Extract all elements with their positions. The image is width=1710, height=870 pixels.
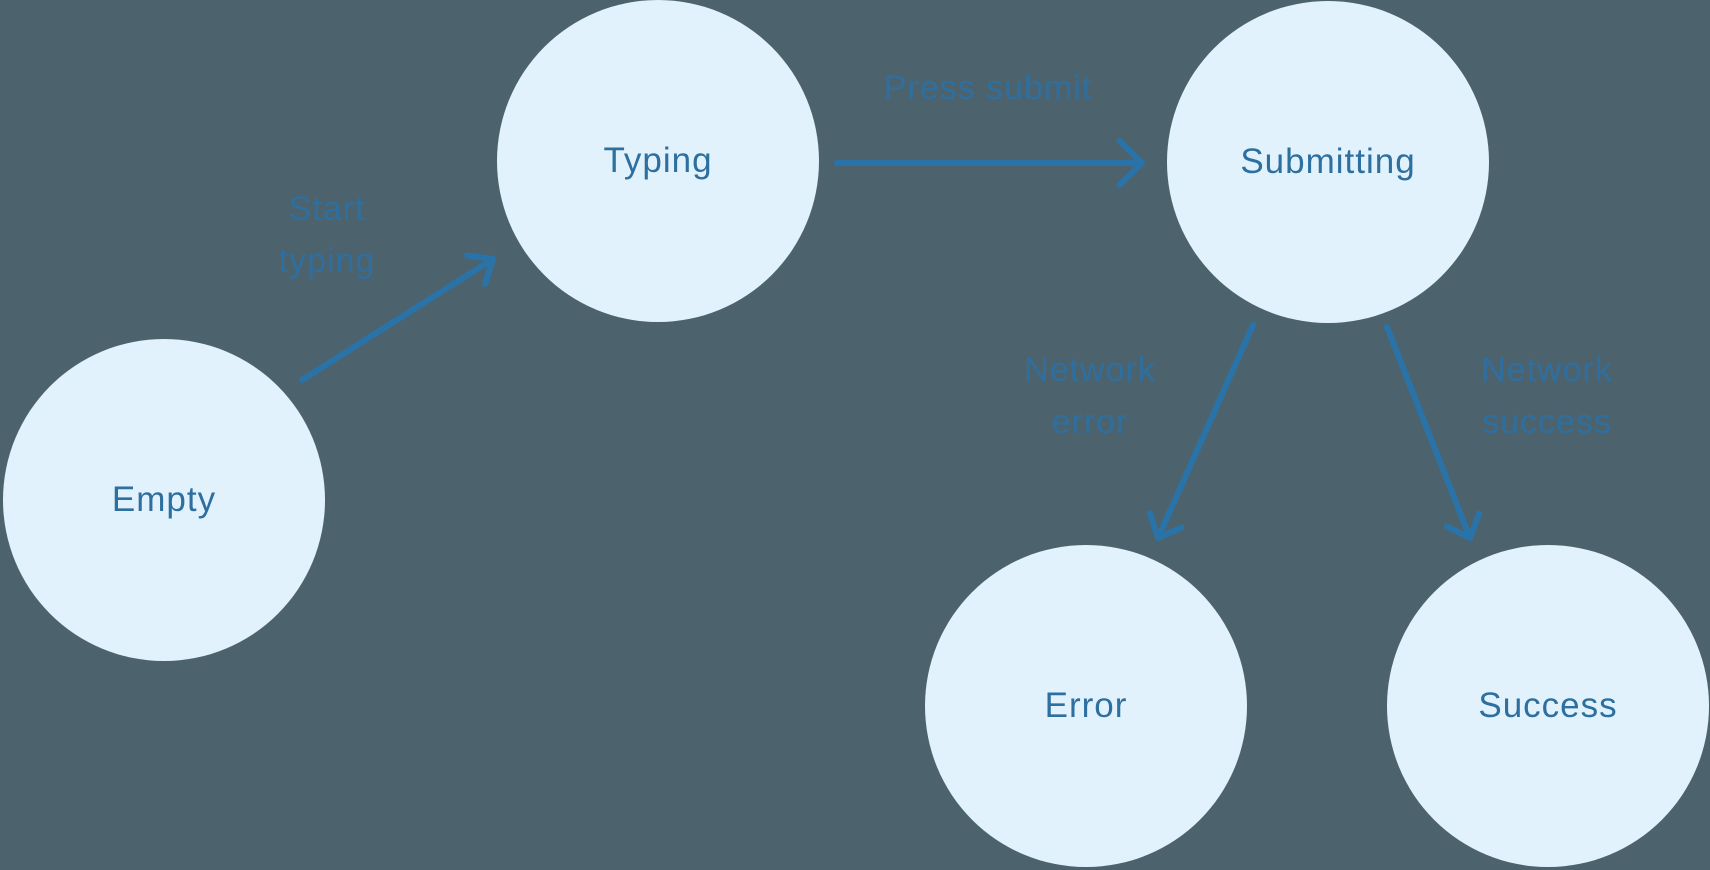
- state-node-label: Empty: [111, 480, 217, 519]
- state-node-label: Error: [1044, 686, 1128, 725]
- edge-label-network-error: Network error: [1024, 351, 1156, 441]
- state-node-label: Typing: [603, 141, 713, 180]
- state-node-typing: Typing: [497, 0, 819, 322]
- state-node-empty: Empty: [3, 339, 325, 661]
- edge-label-press-submit: Press submit: [883, 69, 1093, 107]
- edge-label-network-success: Network success: [1481, 351, 1613, 441]
- arrow-shaft: [1384, 324, 1473, 541]
- state-node-error: Error: [925, 545, 1247, 867]
- edge-network-error-arrow: [1147, 322, 1256, 541]
- edge-label-start-typing: Start typing: [278, 190, 376, 280]
- edge-network-success-arrow: [1384, 324, 1483, 541]
- state-node-label: Submitting: [1240, 142, 1416, 181]
- arrow-shaft: [299, 256, 496, 383]
- arrow-shaft: [1155, 322, 1256, 541]
- state-node-success: Success: [1387, 545, 1709, 867]
- state-node-submitting: Submitting: [1167, 1, 1489, 323]
- arrow-head-icon: [1147, 510, 1185, 541]
- edge-start-typing-arrow: [299, 252, 496, 383]
- state-node-label: Success: [1478, 686, 1618, 725]
- arrow-head-icon: [464, 252, 496, 287]
- arrow-head-icon: [1116, 138, 1145, 188]
- arrow-head-icon: [1443, 510, 1483, 541]
- edge-press-submit-arrow: [834, 138, 1145, 188]
